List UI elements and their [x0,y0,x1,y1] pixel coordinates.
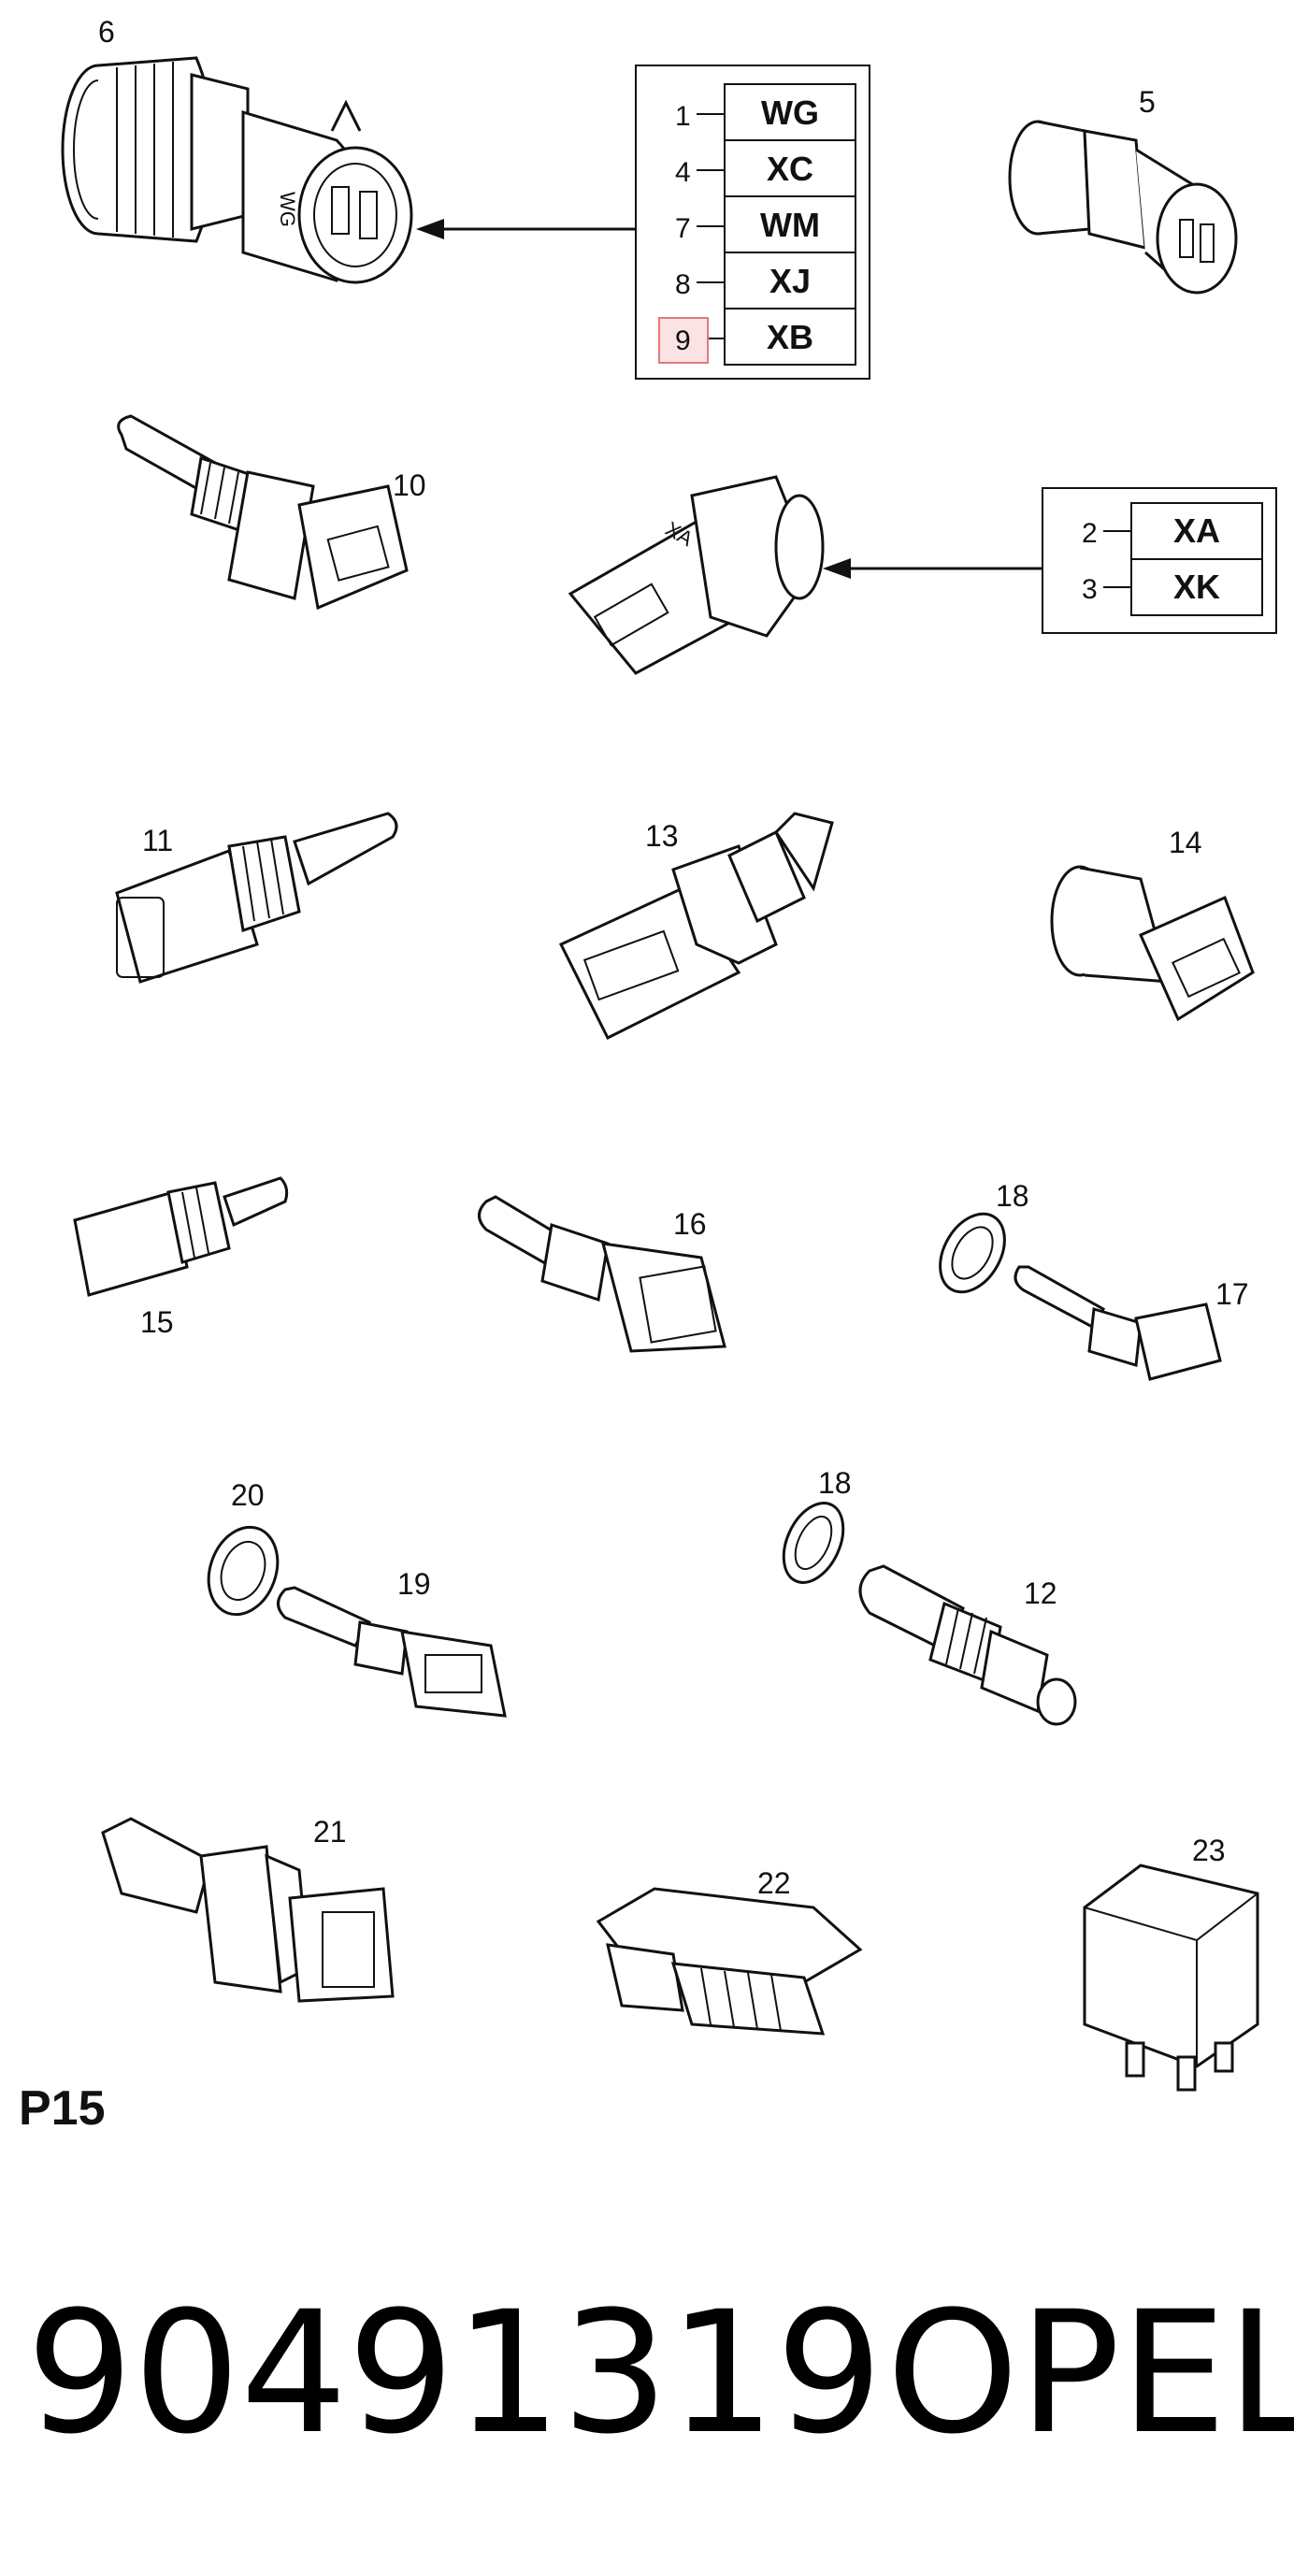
part-20-washer: 20 [207,1478,280,1617]
callout-13: 13 [645,819,679,853]
legend-top-num-7: 7 [675,213,691,244]
legend-top-code-wm: WM [760,206,820,244]
part-12-sensor: 12 [858,1564,1077,1726]
brand-name: OPEL [886,2276,1294,2471]
part-11-sensor: 11 [115,812,398,984]
part-mid-sensor: XA [568,475,825,675]
callout-15: 15 [140,1305,174,1339]
callout-18-a: 18 [996,1179,1029,1213]
arrow-legend-to-mid [823,558,1042,579]
legend-highlight [658,317,709,364]
page-reference: P15 [19,2081,106,2136]
part-number: 90491319 [26,2276,883,2471]
part-18-washer-b: 18 [782,1466,852,1584]
legend-top-code-xb: XB [767,318,813,356]
legend-top-code-xc: XC [767,150,813,188]
legend-mid: 2 3 XA XK [1042,487,1277,634]
part-17-sensor: 17 [1014,1265,1249,1381]
legend-top: 1 4 7 8 9 WG XC WM XJ XB [635,65,870,380]
callout-23: 23 [1192,1834,1226,1867]
part-10-sensor: 10 [117,414,426,611]
legend-top-num-1: 1 [675,101,691,132]
callout-12: 12 [1024,1576,1057,1610]
callout-20: 20 [231,1478,265,1512]
callout-18-b: 18 [818,1466,852,1500]
part-16-sensor: 16 [478,1195,726,1353]
part-6-sensor: WG 6 [61,15,413,284]
arrow-legend-to-6 [416,219,636,239]
callout-16: 16 [673,1207,707,1241]
part-15-sensor: 15 [73,1176,289,1339]
callout-14: 14 [1169,826,1202,859]
legend-top-num-4: 4 [675,157,691,188]
callout-19: 19 [397,1567,431,1601]
callout-6: 6 [98,15,115,49]
legend-top-num-8: 8 [675,269,691,300]
callout-22: 22 [757,1866,791,1900]
part-19-sensor: 19 [277,1567,507,1718]
legend-mid-num-3: 3 [1082,574,1098,605]
part-14-sensor: 14 [1050,826,1255,1022]
callout-17: 17 [1215,1277,1249,1311]
part-5-sensor: 5 [1008,85,1238,295]
legend-mid-code-xk: XK [1173,568,1220,606]
callout-11: 11 [142,824,173,857]
part-21-sensor: 21 [101,1815,395,2003]
part-23-relay: 23 [1083,1834,1259,2092]
legend-top-code-wg: WG [761,94,819,132]
callout-10: 10 [393,468,426,502]
part-22-connector: 22 [596,1866,863,2036]
part-13-sensor: 13 [558,812,834,1041]
legend-mid-num-2: 2 [1082,518,1098,549]
part-6-connector-mark: WG [276,192,299,227]
legend-top-code-xj: XJ [769,262,811,300]
legend-mid-code-xa: XA [1173,511,1220,550]
legend-top-num-9: 9 [675,325,691,356]
part-18-washer-a: 18 [939,1179,1029,1294]
callout-5: 5 [1139,85,1156,119]
callout-21: 21 [313,1815,347,1849]
